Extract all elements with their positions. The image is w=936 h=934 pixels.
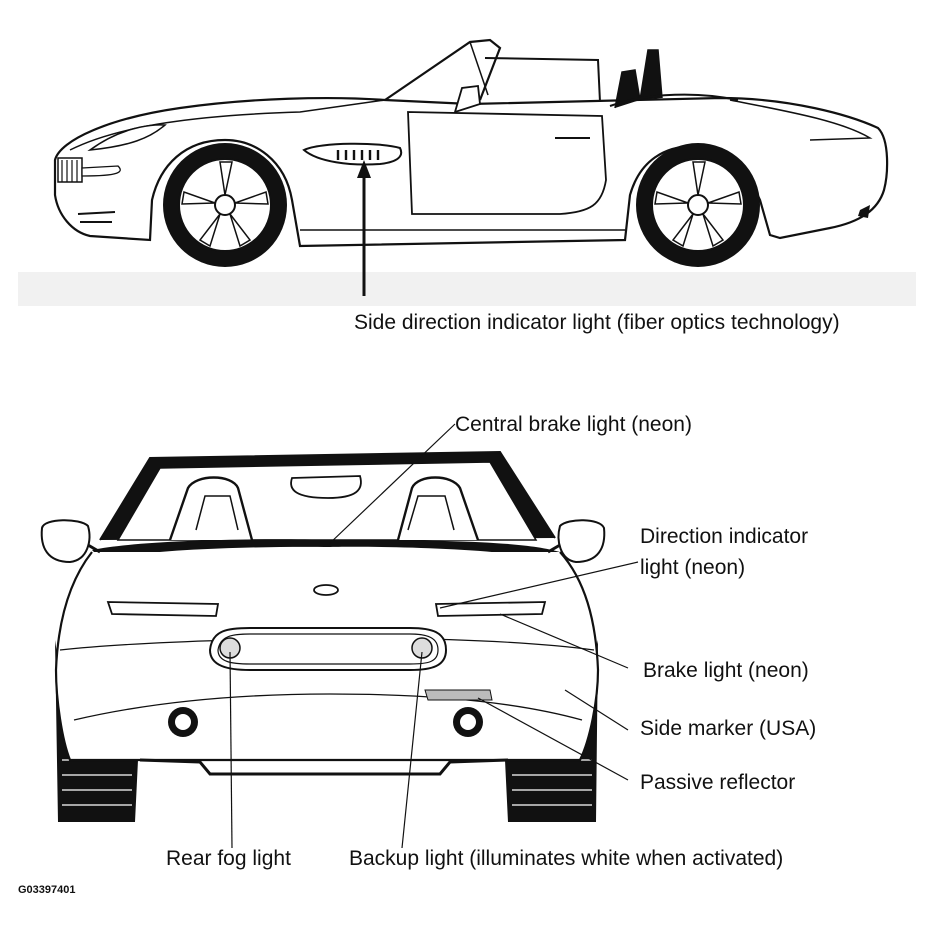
label-side-marker: Side marker (USA) [640, 717, 817, 740]
rear-wheel [636, 143, 760, 267]
label-direction-indicator-line1: Direction indicator [640, 525, 809, 548]
label-central-brake-light: Central brake light (neon) [455, 413, 692, 436]
label-direction-indicator-line2: light (neon) [640, 556, 746, 579]
leader-lines [229, 423, 639, 849]
figure-code: G03397401 [18, 884, 76, 896]
ground-shadow [18, 272, 916, 306]
label-brake-light: Brake light (neon) [643, 659, 809, 682]
label-passive-reflector: Passive reflector [640, 771, 796, 794]
label-side-direction-indicator: Side direction indicator light (fiber op… [354, 311, 840, 334]
front-wheel [163, 143, 287, 267]
label-rear-fog-light: Rear fog light [166, 847, 291, 870]
label-backup-light: Backup light (illuminates white when act… [349, 847, 784, 870]
